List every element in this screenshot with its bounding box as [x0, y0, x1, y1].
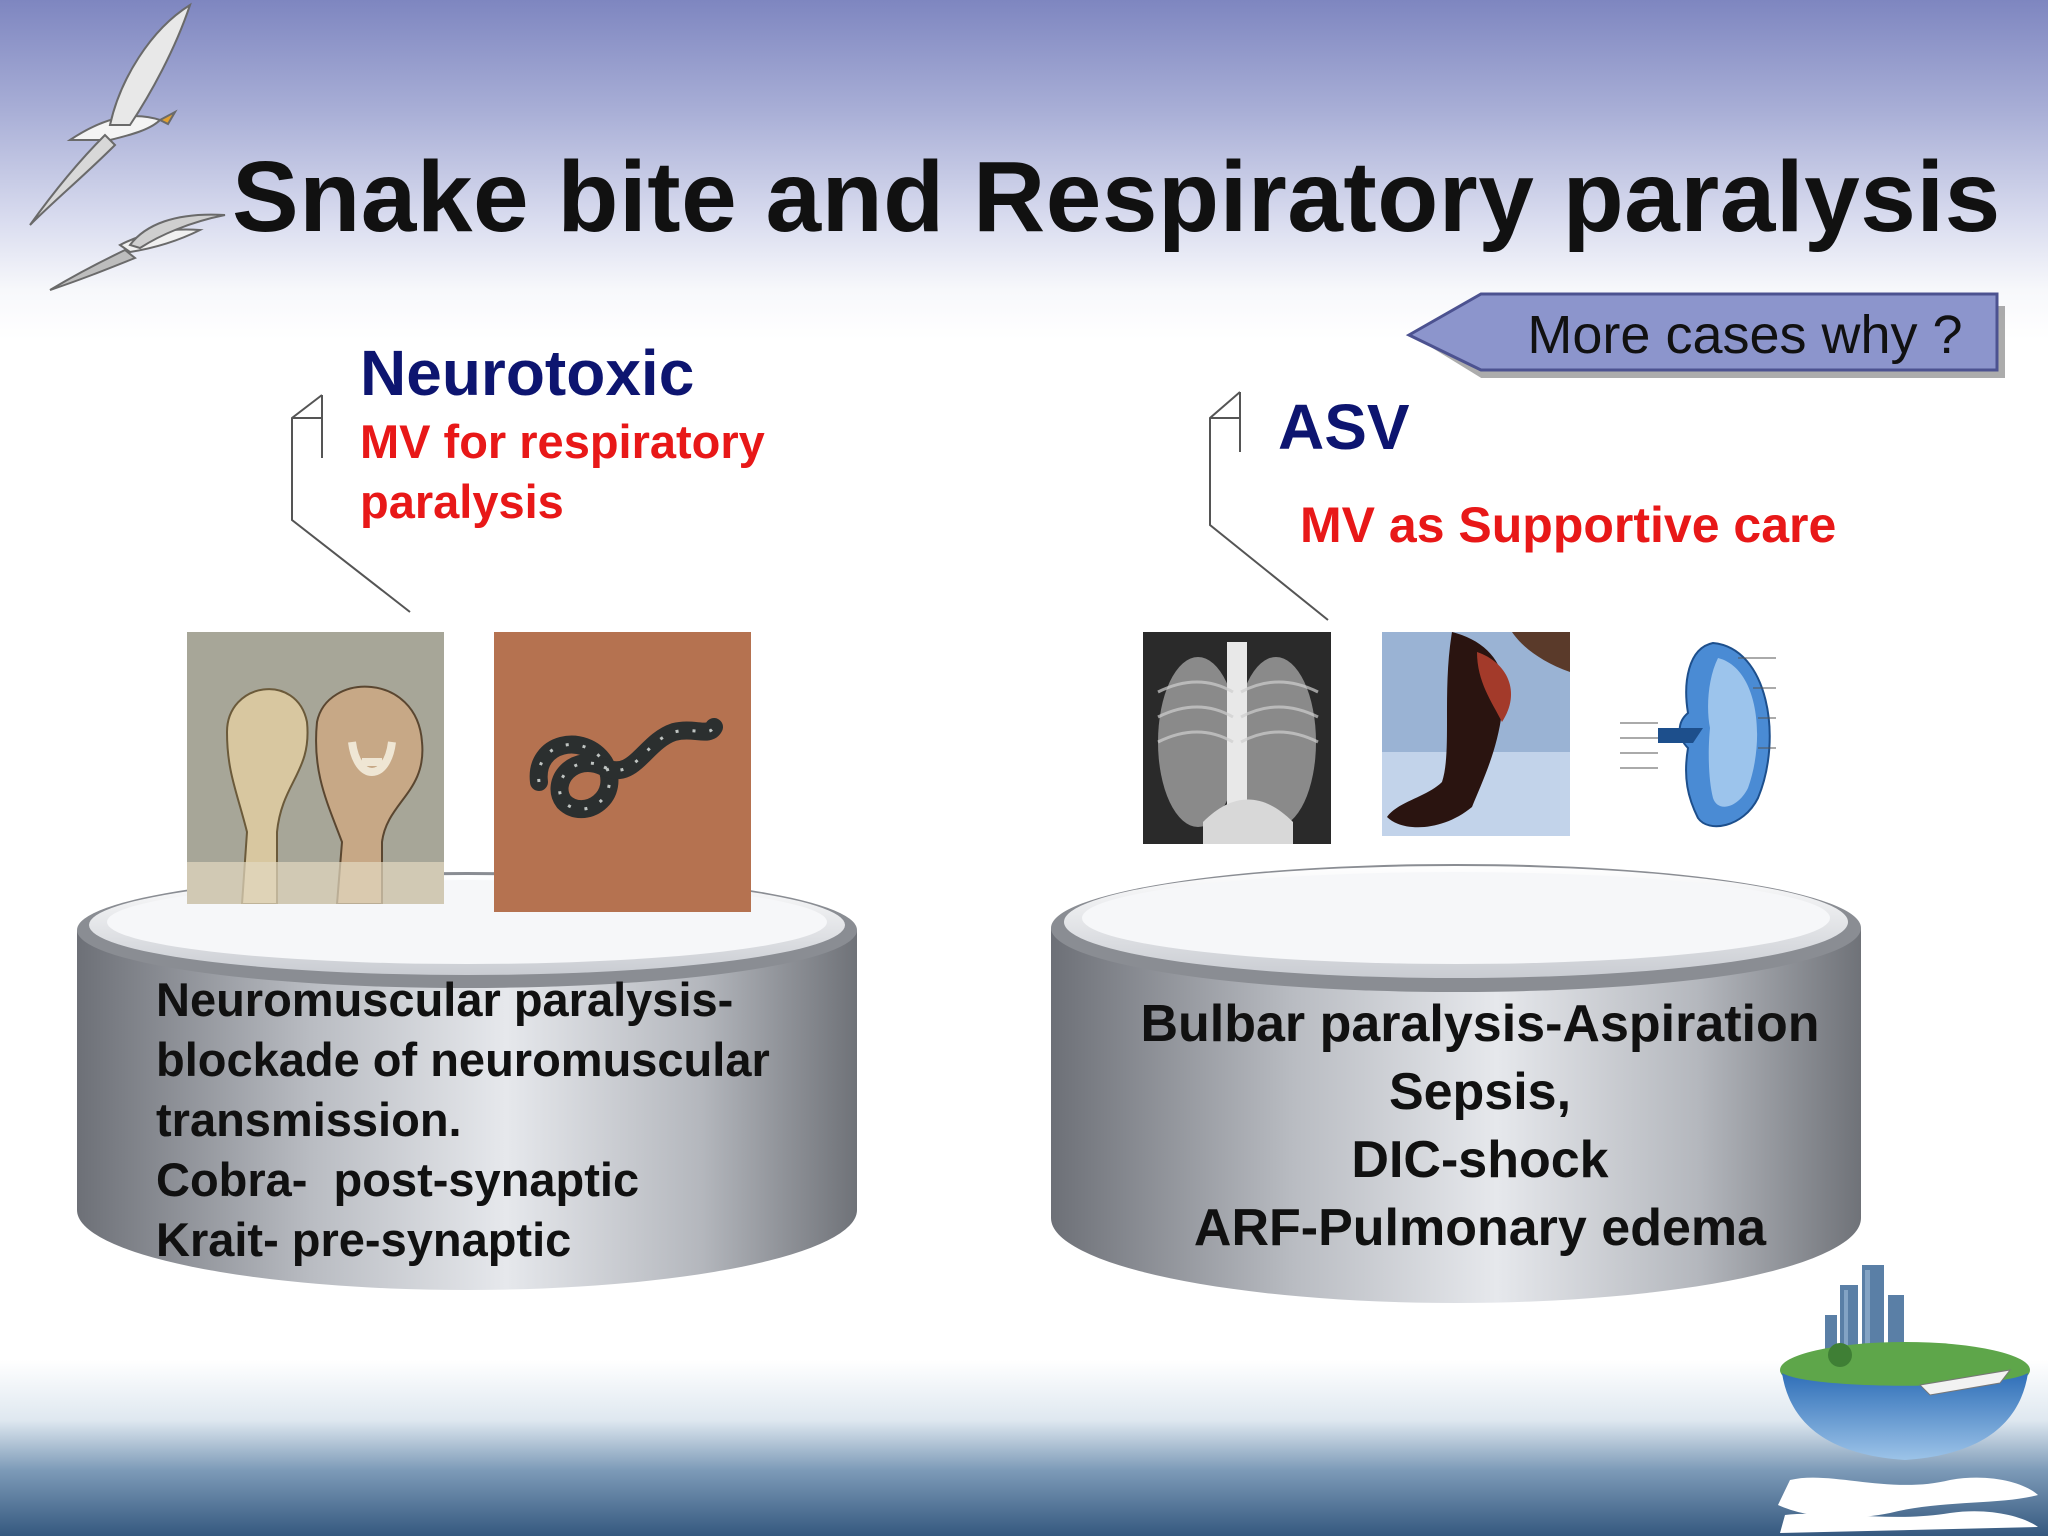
right-subheading: MV as Supportive care	[1300, 497, 1837, 553]
left-subheading-line: paralysis	[360, 475, 564, 528]
right-body-line: ARF-Pulmonary edema	[1193, 1199, 1767, 1257]
left-subheading: MV for respiratory paralysis	[360, 412, 880, 532]
globe-city-icon	[1778, 1265, 2038, 1533]
cobra-photo	[187, 632, 444, 904]
more-cases-button[interactable]: More cases why ?	[1405, 292, 2005, 378]
right-body-line: Sepsis,	[1388, 1063, 1572, 1121]
left-body-line: Cobra- post-synaptic	[156, 1153, 640, 1206]
left-body-text: Neuromuscular paralysis- blockade of neu…	[156, 970, 856, 1270]
chest-xray-photo	[1143, 632, 1331, 844]
connector-lines	[291, 391, 1329, 621]
kidney-diagram	[1618, 628, 1778, 836]
neurotoxic-heading: Neurotoxic	[360, 337, 695, 409]
right-cylinder	[1051, 864, 1861, 1303]
krait-photo	[494, 632, 751, 912]
necrotic-leg-photo	[1382, 632, 1570, 836]
more-cases-label: More cases why ?	[1527, 305, 1963, 365]
right-body-text: Bulbar paralysis-Aspiration Sepsis, DIC-…	[1090, 990, 1870, 1262]
right-body-line: Bulbar paralysis-Aspiration	[1140, 995, 1820, 1053]
left-body-line: transmission.	[156, 1093, 462, 1146]
asv-heading: ASV	[1278, 391, 1410, 463]
left-body-line: Neuromuscular paralysis-	[156, 973, 734, 1026]
left-body-line: blockade of neuromuscular	[156, 1033, 770, 1086]
seagull-icon	[29, 2, 226, 291]
left-subheading-line: MV for respiratory	[360, 415, 765, 468]
arrow-button-shape	[1405, 292, 2005, 378]
left-body-line: Krait- pre-synaptic	[156, 1213, 572, 1266]
right-body-line: DIC-shock	[1351, 1131, 1609, 1189]
slide-title: Snake bite and Respiratory paralysis	[232, 141, 2001, 253]
